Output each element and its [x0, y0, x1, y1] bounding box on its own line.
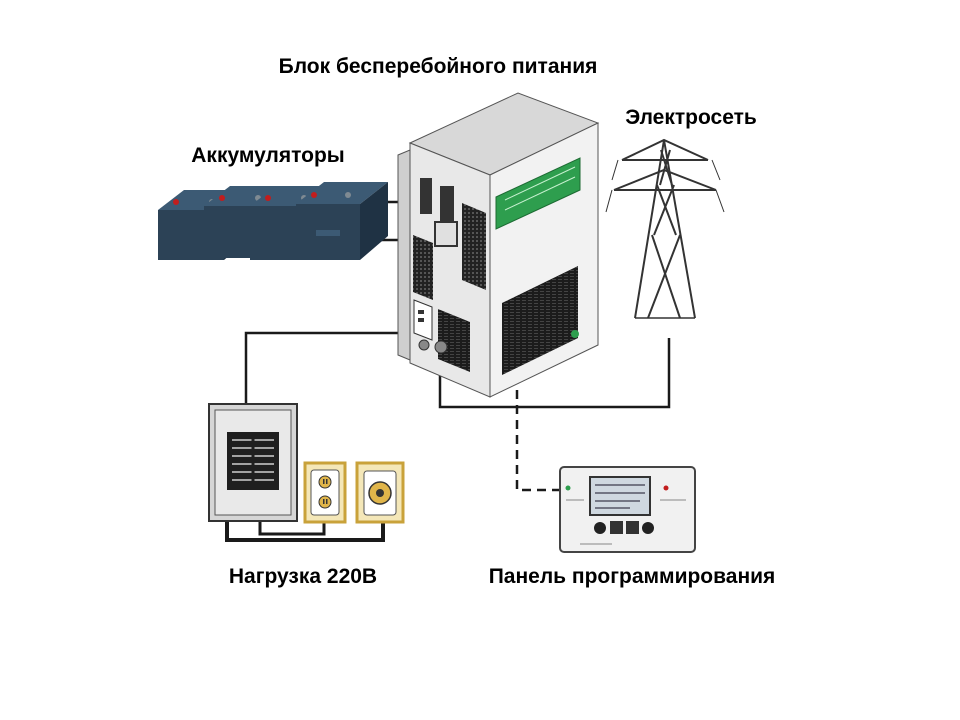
outlet-icon: [357, 463, 403, 522]
label-panel: Панель программирования: [489, 565, 776, 588]
ups-cabinet-icon: [398, 93, 598, 397]
outlet-icon: [305, 463, 345, 522]
power-pylon-icon: [606, 140, 724, 318]
label-load: Нагрузка 220В: [229, 565, 377, 588]
label-grid: Электросеть: [625, 106, 757, 129]
label-ups: Блок бесперебойного питания: [279, 55, 598, 78]
control-panel-icon: [560, 467, 695, 552]
label-batteries: Аккумуляторы: [191, 144, 344, 167]
load-cable: [246, 333, 408, 405]
breaker-panel-icon: [209, 404, 297, 521]
batteries: [158, 182, 388, 260]
battery-icon: [296, 182, 388, 260]
